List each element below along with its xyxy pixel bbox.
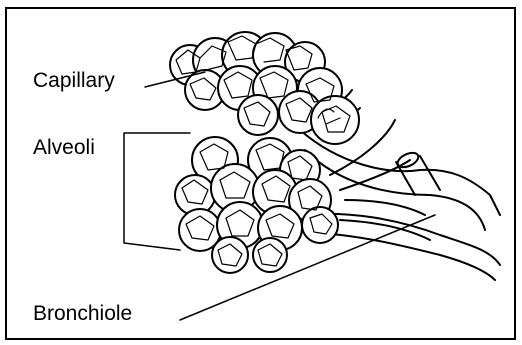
bronchiole-label: Bronchiole xyxy=(33,303,132,324)
bronchiole-stem xyxy=(396,156,440,195)
alveoli-label: Alveoli xyxy=(33,137,95,158)
alveolar-sacs-lower xyxy=(175,137,338,273)
capillary-label: Capillary xyxy=(33,70,115,91)
alveolus xyxy=(212,237,248,273)
alveolus xyxy=(238,95,278,135)
alveolus xyxy=(302,207,338,243)
bronchiole-branch-c xyxy=(345,200,425,215)
